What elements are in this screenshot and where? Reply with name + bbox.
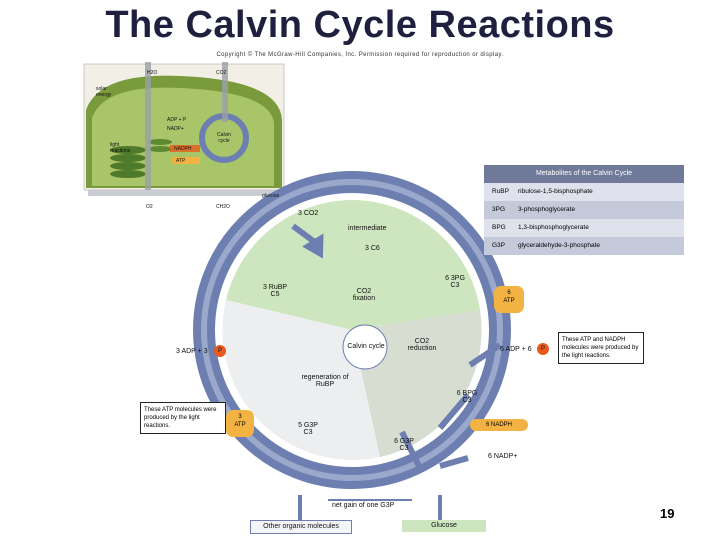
atp6-count: 6 [507,290,511,296]
glucose-box: Glucose [402,520,486,532]
cycle-ring [193,171,511,489]
co2-fixation-label: CO2 fixation [352,288,376,302]
table-row: 3PG 3-phosphoglycerate [484,201,684,219]
metabolite-name: glyceraldehyde-3-phosphate [518,242,601,249]
co2-reduction-label: CO2 reduction [407,338,437,352]
atp6-badge: 6 ATP [494,286,524,313]
table-row: G3P glyceraldehyde-3-phosphate [484,237,684,255]
atp3-badge: 3 ATP [226,410,254,437]
callout-atp-nadph: These ATP and NADPH molecules were produ… [558,332,644,364]
nadp-label: 6 NADP+ [488,453,518,460]
atp3-text: ATP [234,422,246,428]
pg3-count: 6 3PG [445,275,465,282]
metabolites-table-header: Metabolites of the Calvin Cycle [484,165,684,183]
metabolite-name: ribulose-1,5-bisphosphate [518,188,593,195]
inset-o2: O2 [146,204,153,210]
net-gain-label: net gain of one G3P [332,502,395,509]
inset-solar-energy: solar energy [96,86,112,98]
bpg-label: 6 BPG C3 [452,390,482,404]
thylakoid-stacks [110,139,172,178]
adp3-label: 3 ADP + 3 [176,348,208,355]
co2-in-arrowhead [302,233,324,259]
co2-arrow [222,62,228,122]
inset-calvin-cycle: Calvin cycle [217,132,231,144]
inset-nadp: NADP+ [167,126,184,132]
bpg-count: 6 BPG [456,390,478,397]
page-number: 19 [660,506,675,521]
other-organic-box: Other organic molecules [250,520,352,534]
atp6-text: ATP [503,298,515,304]
g3p6-label: 6 G3P C3 [388,438,420,452]
phosphate-icon-left: P [214,345,226,357]
table-row: BPG 1,3-bisphosphoglycerate [484,219,684,237]
metabolite-abbr: 3PG [492,206,506,213]
g3p5-carbons: C3 [303,429,313,436]
rubp-carbons: C5 [270,291,280,298]
h2o-arrow [145,62,151,192]
rubp-label: 3 RuBP C5 [258,284,292,298]
calvin-cycle-label: Calvin cycle [347,343,385,350]
metabolites-table: Metabolites of the Calvin Cycle RuBP rib… [484,165,684,257]
g3p5-label: 5 G3P C3 [292,422,324,436]
inset-adp-p: ADP + P [167,117,187,123]
regeneration-label: regeneration of RuBP [301,374,349,388]
pg3-label: 6 3PG C3 [440,275,470,289]
phosphate-icon: P [537,343,549,355]
metabolite-abbr: G3P [492,242,506,249]
inset-co2-label: CO2 [216,70,227,76]
fixation-sector-a [352,200,480,330]
c6-label: 3 C6 [365,245,380,252]
inset-h2o-label: H2O [147,70,158,76]
intermediate-label: intermediate [348,225,387,232]
inset-glucose: glucose [262,193,280,199]
inset-ch2o: CH2O [216,204,230,210]
slide-title: The Calvin Cycle Reactions [105,4,615,46]
copyright-notice: Copyright © The McGraw-Hill Companies, I… [216,52,504,58]
atp3-count: 3 [238,414,242,420]
g3p6-carbons: C3 [399,445,409,452]
fixation-sector-b [226,200,352,330]
table-row: RuBP ribulose-1,5-bisphosphate [484,183,684,201]
chloroplast-inset [83,62,288,196]
regeneration-sector [222,300,380,460]
inset-light-reactions: light reactions [110,142,131,154]
metabolite-abbr: RuBP [492,188,509,195]
inset-nadph: NADPH [174,146,192,152]
co2-input-label: 3 CO2 [298,210,319,217]
metabolite-name: 1,3-bisphosphoglycerate [518,224,589,231]
g3p6-count: 6 G3P [394,438,414,445]
g3p5-count: 5 G3P [298,422,318,429]
inset-atp: ATP [176,158,186,164]
nadph-badge: 6 NADPH [470,419,528,431]
adp6-label: 6 ADP + 6 [500,346,532,353]
rubp-count: 3 RuBP [262,284,288,291]
bpg-carbons: C3 [462,397,472,404]
center-disc [342,324,388,370]
callout-atp: These ATP molecules were produced by the… [140,402,226,434]
metabolite-name: 3-phosphoglycerate [518,206,576,213]
pg3-carbons: C3 [450,282,460,289]
metabolite-abbr: BPG [492,224,506,231]
